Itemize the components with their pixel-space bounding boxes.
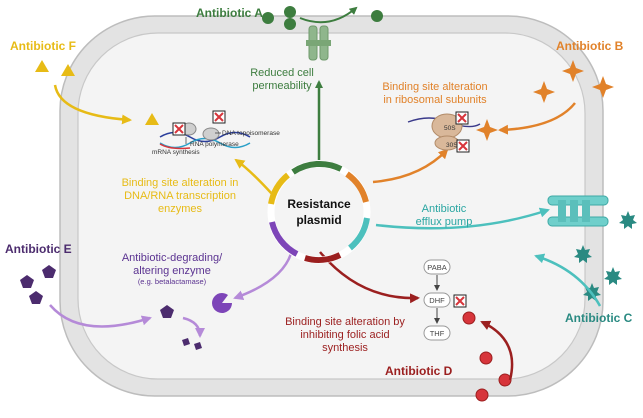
ribosome-50s-label: 50S bbox=[444, 125, 456, 132]
efflux-pump-icon bbox=[547, 195, 609, 227]
efflux-label-1: Antibiotic bbox=[422, 203, 467, 215]
ribosome-mechanism-label-1: Binding site alteration bbox=[382, 81, 487, 93]
porin-channel-icon bbox=[306, 25, 331, 61]
thf-label: THF bbox=[430, 329, 445, 338]
plasmid-label-line2: plasmid bbox=[296, 213, 341, 227]
antibiotic-a-molecules bbox=[262, 6, 383, 30]
enzyme-action-arrow bbox=[182, 316, 205, 338]
dna-mechanism-label-2: DNA/RNA transcription bbox=[124, 190, 236, 202]
folate-pathway bbox=[423, 259, 467, 341]
resistance-plasmid-ring bbox=[267, 160, 371, 264]
dna-mechanism-label-3: enzymes bbox=[158, 203, 203, 215]
ribosome-icon bbox=[407, 111, 481, 153]
folic-label-2: inhibiting folic acid bbox=[300, 329, 389, 341]
plasmid-label-line1: Resistance bbox=[287, 197, 351, 211]
permeability-label-2: permeability bbox=[252, 80, 312, 92]
dna-arrow bbox=[234, 158, 273, 195]
antibiotic-a-arrow bbox=[299, 6, 358, 24]
antibiotic-e-molecules bbox=[20, 265, 202, 350]
antibiotic-f-molecules bbox=[35, 60, 159, 125]
dhf-label: DHF bbox=[429, 296, 445, 305]
antibiotic-f-label: Antibiotic F bbox=[10, 39, 76, 53]
antibiotic-a-label: Antibiotic A bbox=[196, 6, 263, 20]
rna-polymerase-label: RNA polymerase bbox=[190, 141, 239, 148]
paba-label: PABA bbox=[427, 263, 446, 272]
antibiotic-d-arrow bbox=[480, 320, 514, 381]
enzyme-note: (e.g. betalactamase) bbox=[138, 277, 207, 286]
ribosome-mechanism-label-2: in ribosomal subunits bbox=[383, 94, 487, 106]
permeability-label-1: Reduced cell bbox=[250, 67, 314, 79]
antibiotic-c-arrow bbox=[534, 253, 602, 307]
antibiotic-d-molecules bbox=[462, 311, 512, 402]
dna-complex-icon bbox=[159, 110, 251, 150]
betalactamase-enzyme-icon bbox=[212, 293, 232, 314]
antibiotic-d-label: Antibiotic D bbox=[385, 364, 453, 378]
enzyme-arrow bbox=[233, 249, 294, 300]
antibiotic-c-label: Antibiotic C bbox=[565, 311, 633, 325]
antibiotic-f-arrow bbox=[53, 84, 132, 125]
antibiotic-b-molecules bbox=[476, 60, 614, 141]
enzyme-label-1: Antibiotic-degrading/ bbox=[122, 252, 223, 264]
folic-label-3: synthesis bbox=[322, 342, 368, 354]
efflux-label-2: efflux pump bbox=[416, 216, 473, 228]
antibiotic-e-arrow bbox=[49, 304, 152, 328]
antibiotic-e-label: Antibiotic E bbox=[5, 242, 72, 256]
mrna-synthesis-label: mRNA synthesis bbox=[152, 149, 200, 156]
efflux-pump-arrow bbox=[375, 207, 550, 230]
enzyme-label-2: altering enzyme bbox=[133, 265, 211, 277]
ribosome-30s-label: 30S bbox=[446, 142, 458, 149]
ribosome-arrow bbox=[372, 148, 449, 184]
antibiotic-b-arrow bbox=[498, 102, 576, 135]
dna-topoisomerase-label: DNA topoisomerase bbox=[222, 130, 280, 137]
antibiotic-b-label: Antibiotic B bbox=[556, 39, 624, 53]
folic-label-1: Binding site alteration by bbox=[285, 316, 405, 328]
dna-mechanism-label-1: Binding site alteration in bbox=[122, 177, 239, 189]
